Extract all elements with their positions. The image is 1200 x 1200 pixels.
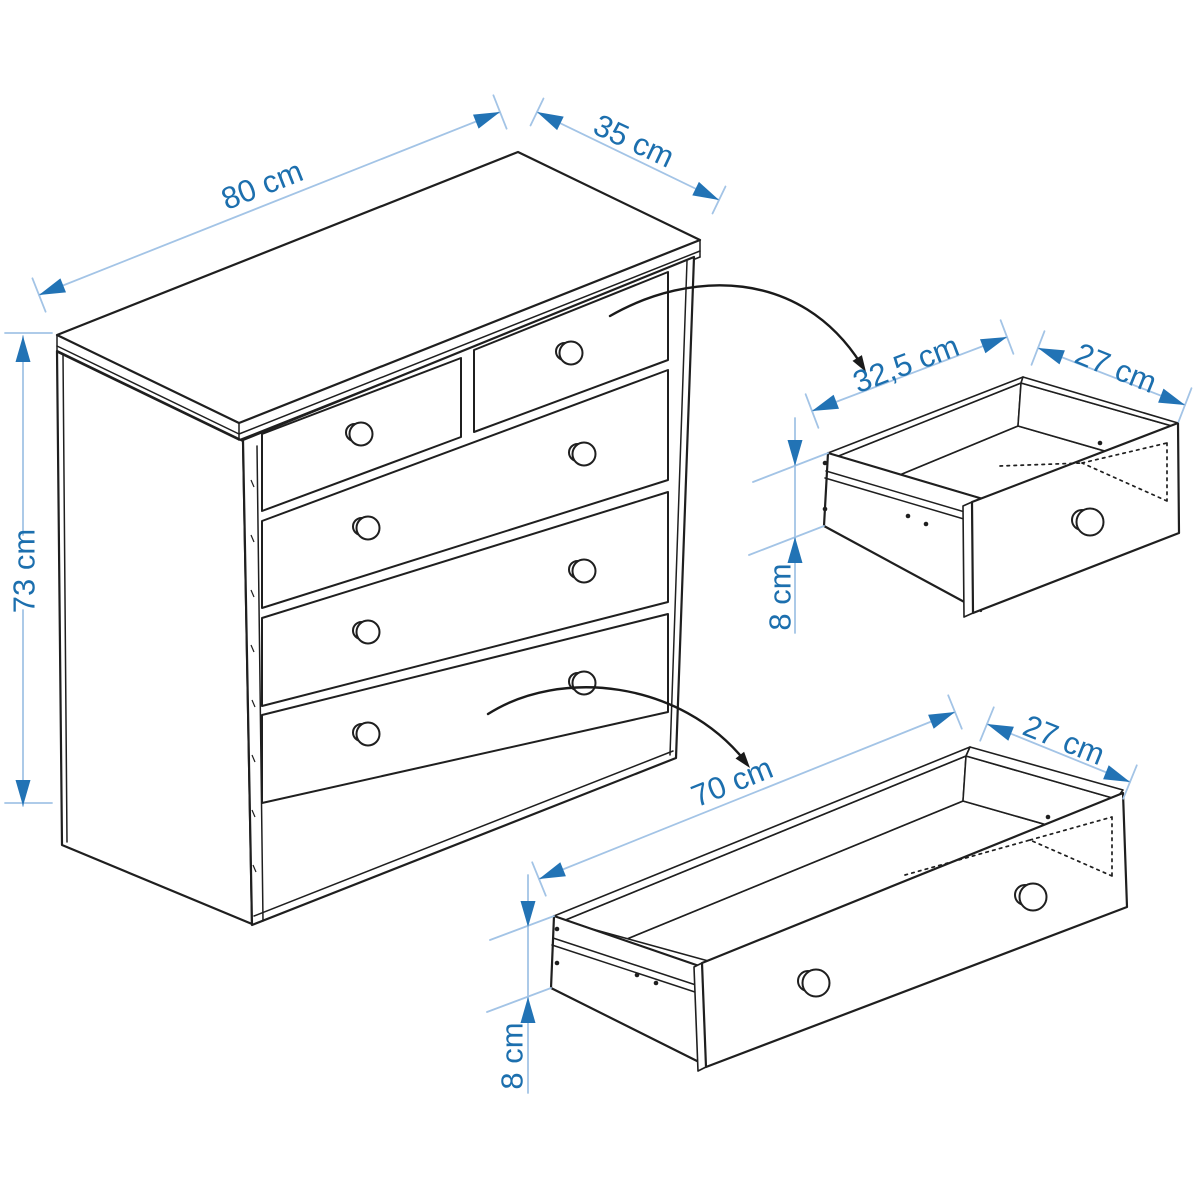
small-drawer-width-label: 32,5 cm <box>848 328 964 400</box>
arrowhead <box>852 355 866 372</box>
chest <box>55 150 702 927</box>
small-drawer-depth-label: 27 cm <box>1070 336 1161 400</box>
arrowhead <box>812 394 839 411</box>
chest-knobs <box>345 340 597 747</box>
chest-right-stile-line <box>669 260 688 756</box>
hidden-edges <box>999 442 1168 502</box>
drawer-knob <box>568 558 597 584</box>
arrowhead <box>15 336 31 362</box>
drawer-knob <box>352 515 381 541</box>
arrowhead <box>1103 765 1130 782</box>
large-drawer-detail <box>549 746 1129 1072</box>
dimension-large-drawer-height: 8 cm <box>486 874 555 1094</box>
chest-left-stile-line <box>256 445 264 922</box>
arrow-to-large-drawer <box>486 686 750 768</box>
large-drawer-width-label: 70 cm <box>686 750 777 814</box>
arrow-to-small-drawer <box>608 284 866 372</box>
large-drawer-height-label: 8 cm <box>495 1022 530 1089</box>
drawer-knob <box>1014 882 1048 912</box>
chest-side-panel <box>55 349 254 926</box>
small-drawer-height-label: 8 cm <box>763 563 798 630</box>
hidden-edges <box>904 816 1113 877</box>
arrowhead <box>980 337 1007 354</box>
arrowhead <box>787 440 803 466</box>
arrowhead <box>692 181 719 200</box>
large-drawer-depth-label: 27 cm <box>1018 708 1109 772</box>
drawer-knob <box>352 721 381 747</box>
drawer-knob <box>568 441 597 467</box>
chest-depth-label: 35 cm <box>588 107 679 174</box>
drawer-front-large-3 <box>261 613 669 804</box>
arrowhead <box>539 862 566 879</box>
drawer-front-panel <box>700 791 1129 1069</box>
drawer-knob <box>345 421 374 447</box>
arrowhead <box>1158 388 1185 405</box>
drawer-front-large-2 <box>261 491 669 707</box>
arrowhead <box>520 901 536 927</box>
chest-plinth-line <box>253 750 674 917</box>
arrowhead <box>537 112 564 131</box>
arrowhead <box>928 712 955 729</box>
drawer-knob <box>1071 507 1105 537</box>
arrowhead <box>15 780 31 806</box>
arrowhead <box>735 751 750 768</box>
chest-side-edge-line <box>62 353 68 843</box>
arrowhead <box>987 724 1014 741</box>
drawer-knob <box>555 340 584 366</box>
drawer-knob <box>352 619 381 645</box>
small-drawer-detail <box>822 376 1181 618</box>
arrowhead <box>520 997 536 1023</box>
dimension-chest-height: 73 cm <box>4 332 53 807</box>
drawer-knob <box>568 670 597 696</box>
chest-height-label: 73 cm <box>7 529 42 613</box>
dimension-small-drawer-height: 8 cm <box>748 417 829 634</box>
arrowhead <box>39 278 66 295</box>
drawer-knob <box>797 968 831 998</box>
arrowhead <box>473 112 500 129</box>
drawer-slide-ticks <box>250 479 257 873</box>
arrowhead <box>1038 348 1065 365</box>
arrowhead <box>787 537 803 563</box>
drawer-front-large-1 <box>261 369 669 609</box>
